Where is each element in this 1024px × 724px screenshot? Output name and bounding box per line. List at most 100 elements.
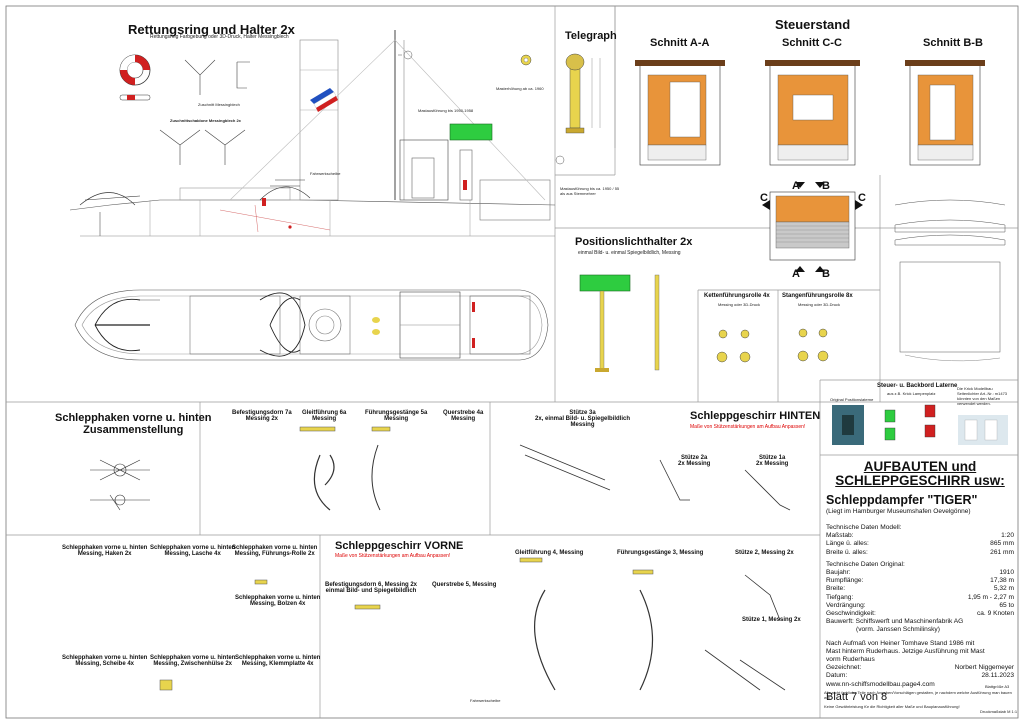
model-row-value: 1:20: [1001, 532, 1014, 540]
lifebuoy-ring: [119, 54, 151, 101]
section-marker-c-right: C: [858, 192, 866, 204]
laterne-subtitle: aus z.B. Krick Lampenplatz: [887, 391, 936, 396]
heading-rettungsring: Rettungsring und Halter 2x: [128, 22, 295, 37]
heading-schleppgeschirr-hinten: Schleppgeschirr HINTEN: [690, 410, 821, 422]
top-view-yellow-parts: [372, 302, 475, 348]
green-navigation-light: [449, 123, 493, 141]
rettungsring-subtitle: Rettungsring Farbgebung oder 3D-Druck, H…: [150, 34, 289, 40]
positionslicht-subtitle: einmal Bild- u. einmal Spiegelbildlich, …: [578, 250, 681, 256]
heading-steuerstand: Steuerstand: [775, 17, 851, 32]
ship-side-view: [69, 30, 556, 237]
model-row-scale: Maßstab: 1:20: [826, 532, 1014, 540]
red-note-2: Keine Gewährleistung für die Richtigkeit…: [824, 704, 960, 709]
model-row-width: Breite ü. alles: 261 mm: [826, 549, 1014, 557]
heading-sh-bolzen: Schlepphaken vorne u. hinten Messing, Bo…: [235, 595, 321, 607]
steuerstand-plan: [762, 182, 863, 272]
funnel-stripes: [310, 88, 338, 112]
section-marker-b-top: B: [822, 180, 830, 192]
steuerstand-section-bb: [905, 60, 985, 166]
orig-row-label: Verdrängung:: [826, 601, 866, 609]
tech-model-heading: Technische Daten Modell:: [826, 524, 902, 531]
bauwerft: Bauwerft: Schiffswerft und Maschinenfabr…: [826, 618, 964, 626]
blattgroesse: Blattgröße A3: [985, 684, 1010, 689]
orig-row: Breite: 5,32 m: [826, 585, 1014, 593]
heading-schnitt-cc: Schnitt C-C: [782, 37, 842, 49]
orig-row-value: 1,95 m - 2,27 m: [967, 593, 1014, 601]
note-line-2: Mast hinterm Ruderhaus. Jetzige Ausführu…: [826, 647, 985, 655]
date-label: Datum:: [826, 672, 848, 680]
heading-stuetze-2: Stütze 2, Messing 2x: [735, 550, 794, 556]
heading-gleitfuehrung-6a: Gleitführung 6a Messing: [302, 410, 347, 422]
holder-sketches: [159, 59, 250, 165]
heading-stuetze-1: Stütze 1, Messing 2x: [742, 617, 801, 623]
lamp-lines: [398, 50, 565, 165]
heading-befestigungsdorn-6: Befestigungsdorn 6, Messing 2x einmal Bi…: [325, 582, 418, 594]
heading-schlepphaken-zusammen: Schlepphaken vorne u. hinten Zusammenste…: [55, 412, 212, 436]
brass-parts: [159, 426, 791, 691]
red-note: Alle nicht farbliche Teile nach Angaben/…: [824, 690, 1012, 700]
heading-stuetze-2a: Stütze 2a 2x Messing: [678, 455, 711, 467]
title-block-heading: AUFBAUTEN und SCHLEPPGESCHIRR usw:: [835, 459, 1005, 488]
orig-row-label: Breite:: [826, 585, 846, 593]
orig-row-value: 1910: [999, 569, 1014, 577]
drawn-label: Gezeichnet:: [826, 664, 862, 672]
model-row-value: 865 mm: [990, 540, 1014, 548]
ship-location: (Liegt im Hamburger Museumshafen Oevelgö…: [826, 508, 971, 515]
mast-note: Mastausführung bis ca. 1950 / 55 als aus…: [560, 186, 620, 196]
heading-schnitt-bb: Schnitt B-B: [923, 37, 983, 49]
orig-row: Rumpflänge: 17,38 m: [826, 577, 1014, 585]
website: www.nn-schiffsmodellbau.page4.com: [826, 680, 935, 688]
fahrwerkscheibe-label: Fahrwerkscheibe: [470, 698, 501, 703]
heading-schnitt-aa: Schnitt A-A: [650, 37, 710, 49]
schleppgeschirr-hinten-note: Maße von Stützenstärkungen am Aufbau Anp…: [690, 424, 806, 430]
masterhoehung-label: Masterhöhung ab ca. 1960: [496, 86, 544, 91]
section-marker-b-bottom: B: [822, 268, 830, 280]
sheet-number: Blatt 7 von 8: [826, 690, 888, 703]
heading-schleppgeschirr-vorne: Schleppgeschirr VORNE: [335, 540, 464, 552]
heading-sh-lasche: Schlepphaken vorne u. hinten Messing, La…: [150, 545, 236, 557]
drawn-by-row: Gezeichnet: Norbert Niggemeyer: [826, 664, 1014, 672]
steuerstand-section-cc: [765, 60, 860, 166]
zuschnitt-label: Zuschnitt Messingblech: [198, 102, 240, 107]
deck-beam-drawings: [894, 199, 1006, 362]
section-marker-a-top: A: [792, 180, 800, 192]
guide-rollers: [716, 328, 829, 363]
heading-fuehrungsgestaenge-5a: Führungsgestänge 5a Messing: [365, 410, 428, 422]
heading-sh-scheibe: Schlepphaken vorne u. hinten Messing, Sc…: [62, 655, 148, 667]
panel-dividers: [6, 6, 1018, 718]
orig-row: Verdrängung: 65 to: [826, 602, 1014, 610]
orig-row-label: Geschwindigkeit:: [826, 610, 876, 618]
zuschnittschablone-label: Zuschnittschablone Messingblech 2x: [170, 118, 241, 123]
mast-1950-label: Mastausführung bis 1950-1958: [418, 108, 474, 113]
orig-row-value: 65 to: [999, 601, 1014, 609]
heading-fuehrungsgestaenge-3: Führungsgestänge 3, Messing: [617, 550, 704, 556]
orig-row-label: Rumpflänge:: [826, 577, 864, 585]
heading-sh-klemmplatte: Schlepphaken vorne u. hinten Messing, Kl…: [235, 655, 321, 667]
tech-orig-heading: Technische Daten Original:: [826, 560, 905, 568]
position-light-holders: [579, 274, 660, 372]
model-row-length: Länge ü. alles: 865 mm: [826, 540, 1014, 548]
title-block: AUFBAUTEN und SCHLEPPGESCHIRR usw: Schle…: [826, 460, 1014, 703]
model-row-label: Länge ü. alles:: [826, 540, 869, 548]
model-row-label: Breite ü. alles:: [826, 548, 868, 556]
orig-row-value: 5,32 m: [993, 585, 1014, 593]
bauwerft-sub: (vorm. Janssen Schmilinsky): [856, 626, 940, 634]
steuerstand-section-aa: [635, 60, 725, 166]
date-value: 28.11.2023: [981, 672, 1014, 680]
heading-telegraph: Telegraph: [565, 30, 617, 42]
laterne-krick-note: Die Krick Modellbau Seitenlichter Art.-N…: [957, 386, 1008, 406]
section-marker-c-left: C: [760, 192, 768, 204]
lantern-photos: [832, 404, 1008, 445]
heading-stangenfuehrung: Stangenführungsrolle 8x: [782, 293, 853, 299]
heading-stuetze-1a: Stütze 1a 2x Messing: [756, 455, 789, 467]
orig-row-value: ca. 9 Knoten: [976, 610, 1014, 618]
heading-laterne: Steuer- u. Backbord Laterne: [877, 383, 958, 389]
orig-row: Baujahr: 1910: [826, 569, 1014, 577]
ship-name: Schleppdampfer "TIGER": [826, 493, 978, 507]
kettenfuehrung-subtitle: Messing oder 3D-Druck: [718, 302, 761, 307]
heading-sh-zwischenhuelse: Schlepphaken vorne u. hinten Messing, Zw…: [150, 655, 236, 667]
heading-sh-haken: Schlepphaken vorne u. hinten Messing, Ha…: [62, 545, 148, 557]
orig-row: Geschwindigkeit: ca. 9 Knoten: [826, 610, 1014, 618]
note-line-1: Nach Aufmaß von Heiner Tomhave Stand 198…: [826, 639, 975, 647]
heading-querstrebe-5: Querstrebe 5, Messing: [432, 582, 497, 588]
